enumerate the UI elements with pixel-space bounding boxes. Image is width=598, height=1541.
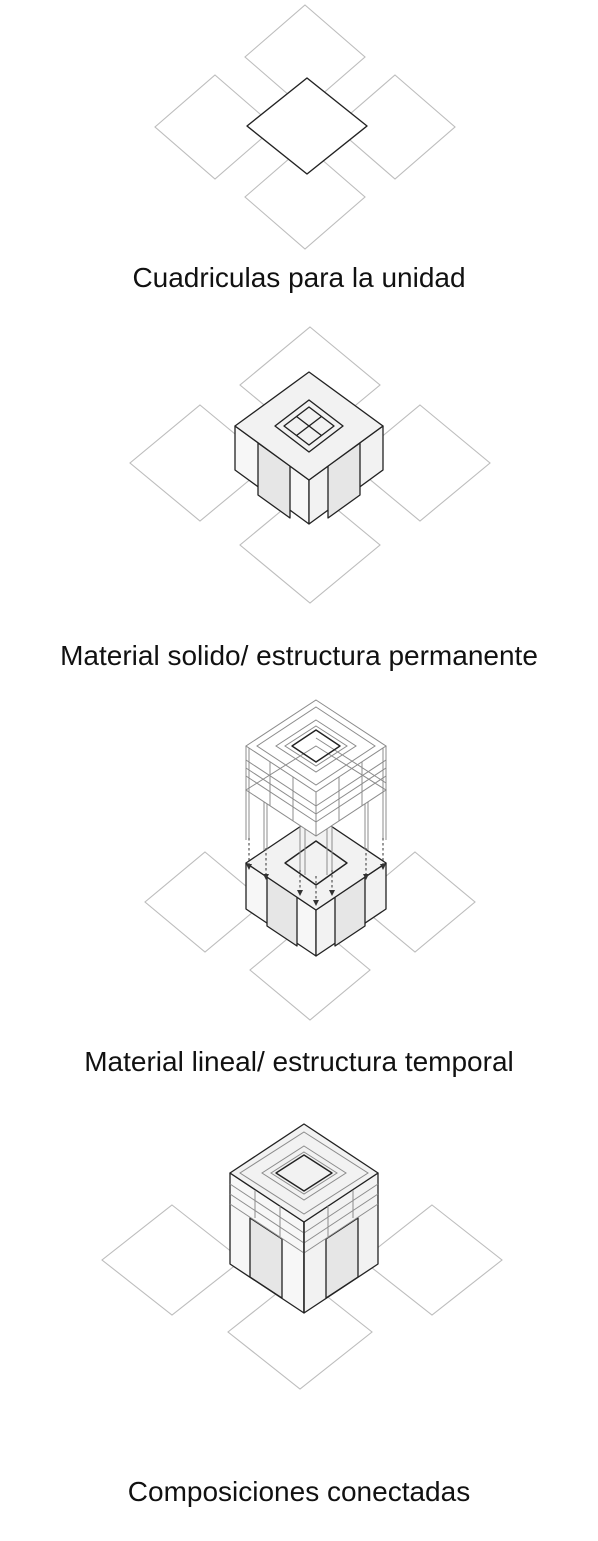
grid-cell-bottom	[227, 1274, 373, 1390]
caption-connected: Composiciones conectadas	[127, 1476, 471, 1507]
solid-block	[245, 815, 387, 957]
grid-cell-bottom	[244, 144, 366, 250]
panel-linear: Material lineal/ estructura temporal	[0, 680, 598, 1100]
grid-cell-left	[154, 74, 276, 180]
caption-linear: Material lineal/ estructura temporal	[84, 1046, 514, 1077]
panel-grid: Cuadriculas para la unidad	[0, 0, 598, 300]
panel-connected: Composiciones conectadas	[0, 1110, 598, 1541]
grid-cell-left	[144, 851, 266, 953]
caption-grid: Cuadriculas para la unidad	[132, 262, 466, 293]
panel-solid: Material solido/ estructura permanente	[0, 322, 598, 682]
frame-posts	[245, 790, 387, 875]
grid-cell-right	[334, 74, 456, 180]
unit-cell	[246, 77, 368, 175]
linear-frame	[245, 699, 387, 837]
grid-cell-bottom	[239, 486, 381, 604]
drop-arrows	[246, 838, 386, 906]
linear-diagram	[144, 699, 476, 1021]
grid-cell-left	[101, 1204, 243, 1316]
solid-diagram	[129, 326, 491, 604]
grid-diagram	[154, 4, 456, 250]
grid-cell-bottom	[249, 919, 371, 1021]
connected-diagram	[101, 1123, 503, 1390]
connected-block	[229, 1123, 379, 1314]
grid-cell-right	[361, 1204, 503, 1316]
solid-block	[234, 371, 384, 525]
caption-solid: Material solido/ estructura permanente	[60, 640, 538, 671]
